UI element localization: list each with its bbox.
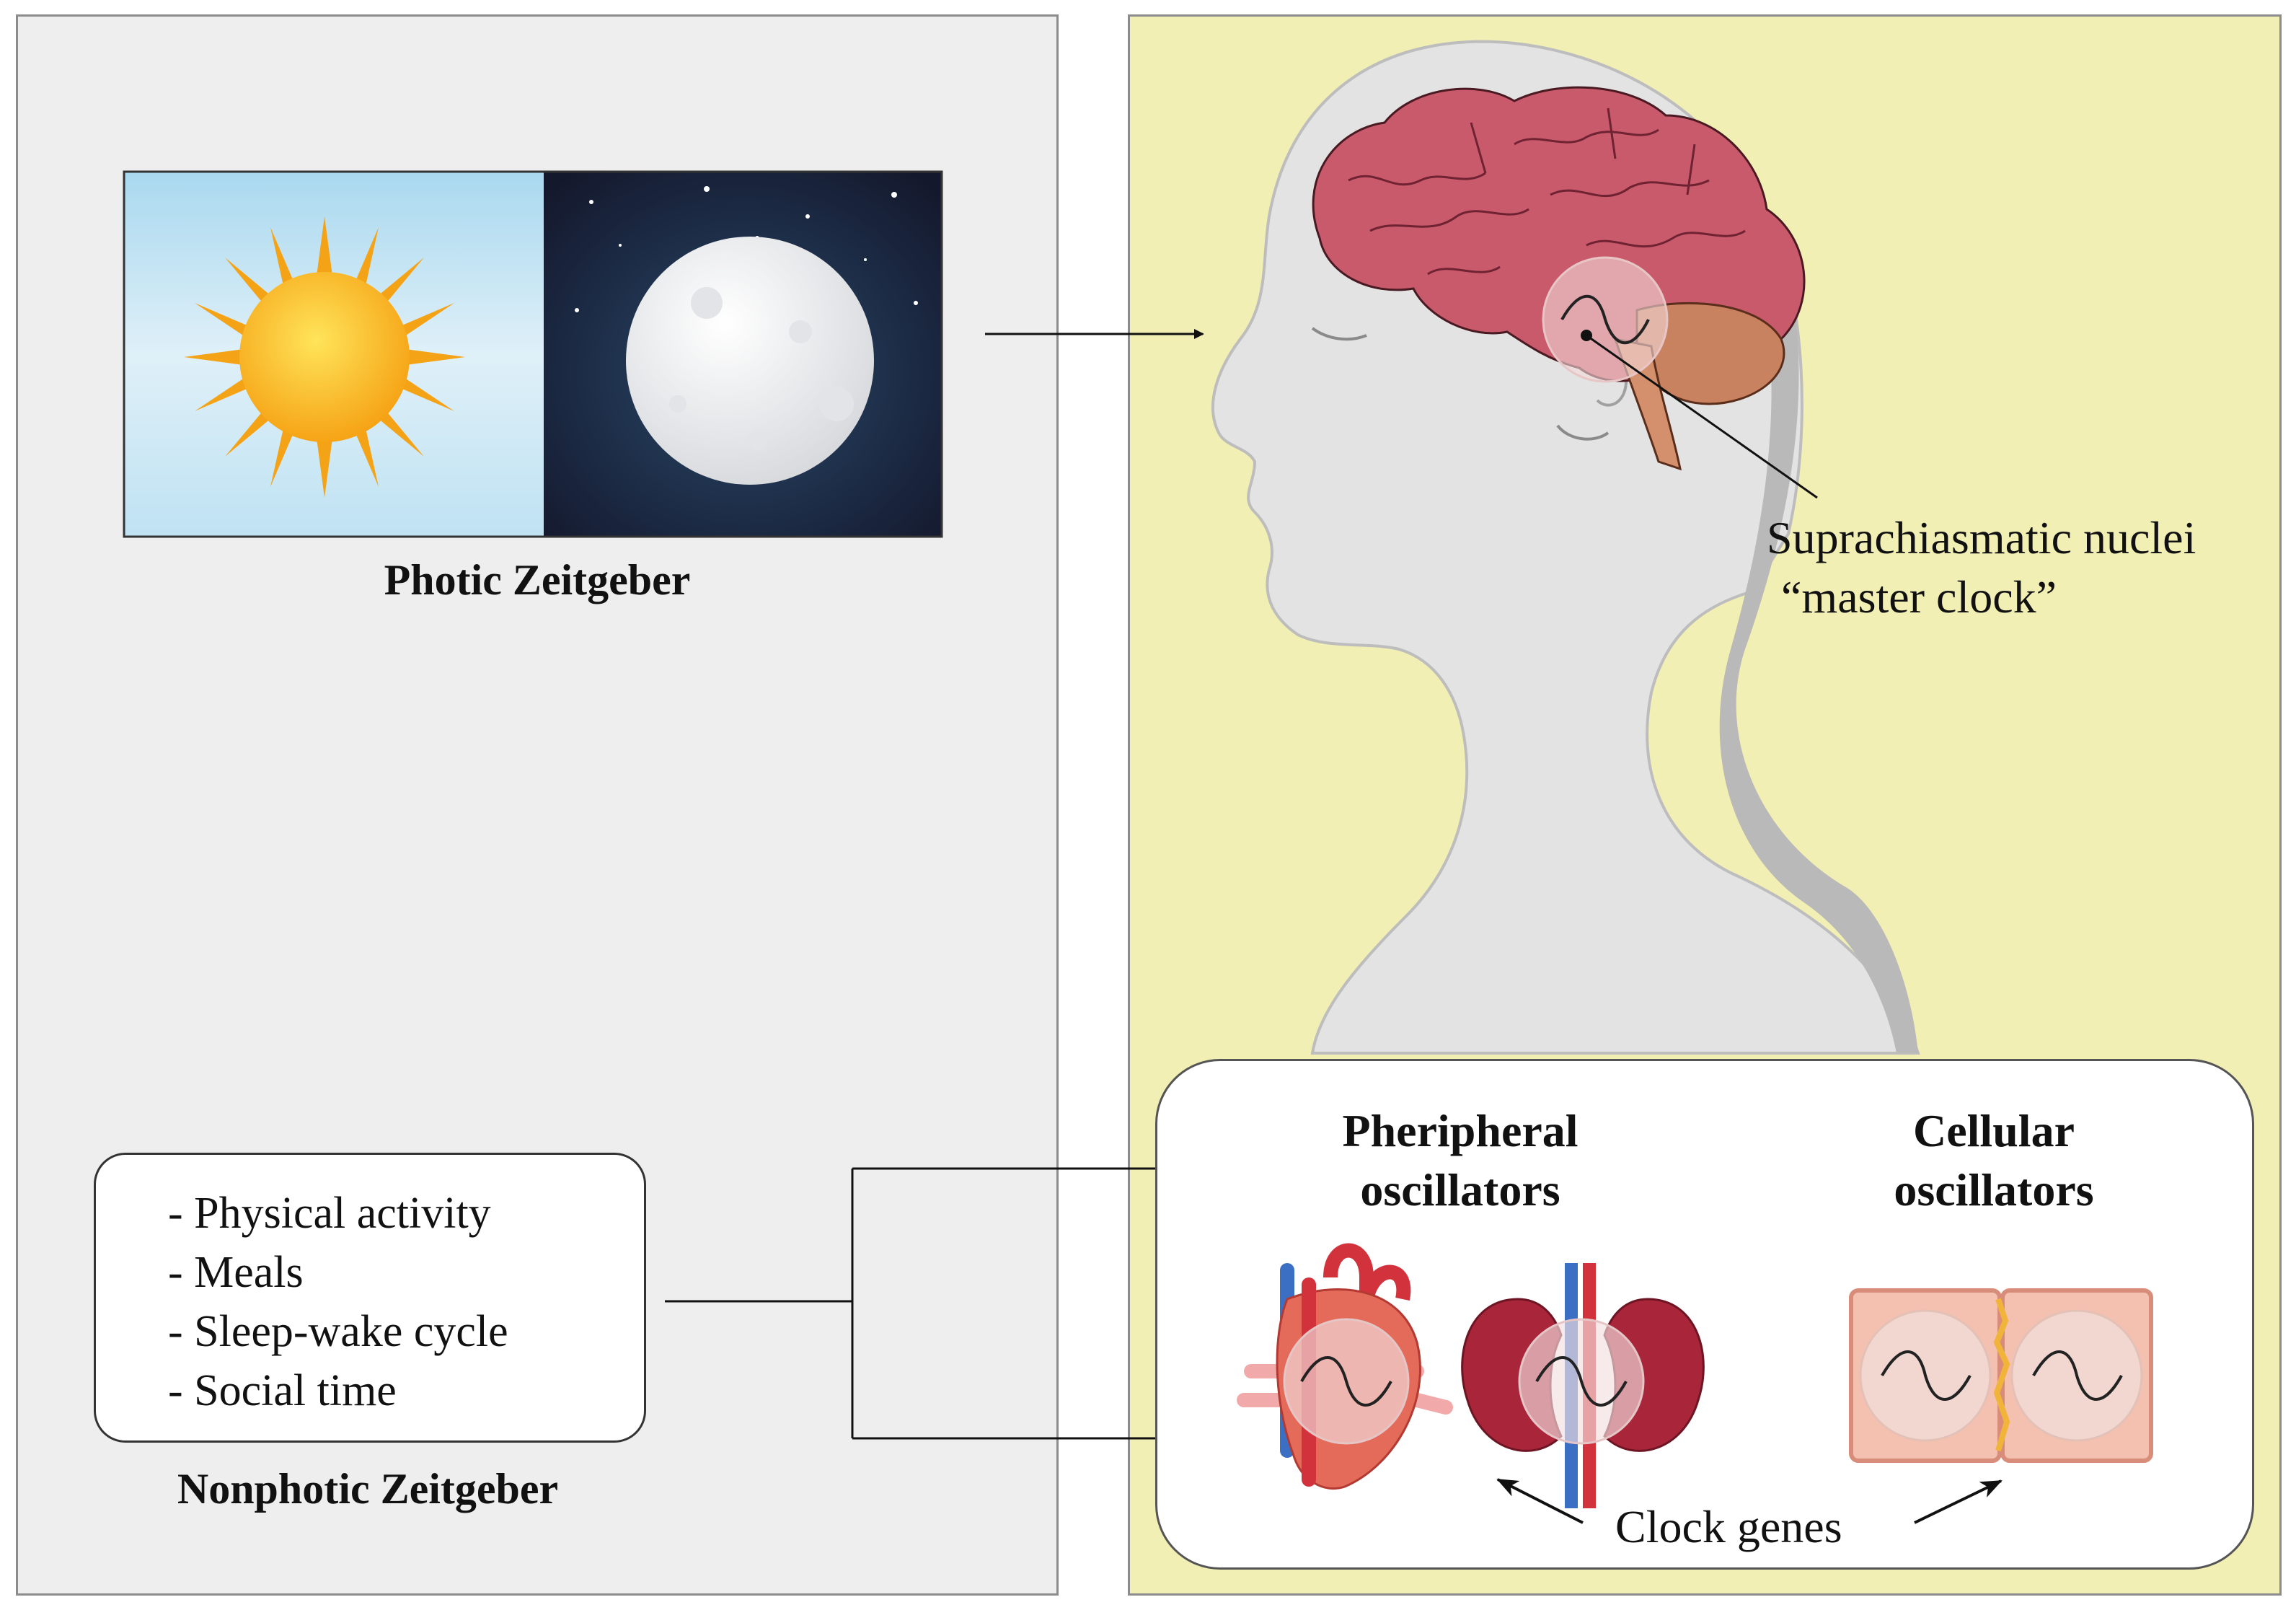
nonphotic-zeitgeber-caption: Nonphotic Zeitgeber	[177, 1465, 559, 1513]
nonphotic-factors-list: - Physical activity - Meals - Sleep-wake…	[168, 1184, 508, 1420]
scn-label-line2: “master clock”	[1781, 571, 2057, 623]
list-item: - Physical activity	[168, 1189, 491, 1238]
brain-illustration	[1312, 86, 1818, 499]
cells-icon	[1849, 1288, 2153, 1463]
peripheral-title-line2: oscillators	[1360, 1164, 1560, 1215]
peripheral-oscillators-title: Pheripheral oscillators	[1316, 1101, 1604, 1220]
nonphotic-factors-box: - Physical activity - Meals - Sleep-wake…	[94, 1153, 646, 1443]
clock-genes-arrow-left	[1496, 1478, 1584, 1524]
photic-zeitgeber-caption: Photic Zeitgeber	[384, 556, 691, 604]
clock-genes-label: Clock genes	[1615, 1501, 1842, 1552]
cellular-title-line1: Cellular	[1913, 1105, 2075, 1156]
scn-label-line1: Suprachiasmatic nuclei	[1767, 512, 2196, 563]
peripheral-title-line1: Pheripheral	[1342, 1105, 1578, 1156]
sun-icon	[184, 216, 465, 498]
oscillator-illustrations	[1237, 1243, 2153, 1524]
clock-genes-arrow-right	[1914, 1479, 2003, 1524]
heart-icon	[1237, 1243, 1453, 1490]
cellular-title-line2: oscillators	[1894, 1164, 2094, 1215]
kidneys-icon	[1461, 1263, 1705, 1508]
moon-icon	[626, 237, 874, 485]
scn-label: Suprachiasmatic nuclei “master clock”	[1767, 509, 2196, 627]
scn-pointer-line	[1586, 334, 1818, 499]
sun-moon-image	[123, 170, 943, 538]
nonphotic-connectors	[665, 1163, 1204, 1443]
list-item: - Social time	[168, 1366, 397, 1415]
oscillators-box: Pheripheral oscillators Cellular oscilla…	[1155, 1059, 2254, 1570]
list-item: - Meals	[168, 1248, 304, 1297]
cellular-oscillators-title: Cellular oscillators	[1850, 1101, 2138, 1220]
list-item: - Sleep-wake cycle	[168, 1307, 508, 1356]
